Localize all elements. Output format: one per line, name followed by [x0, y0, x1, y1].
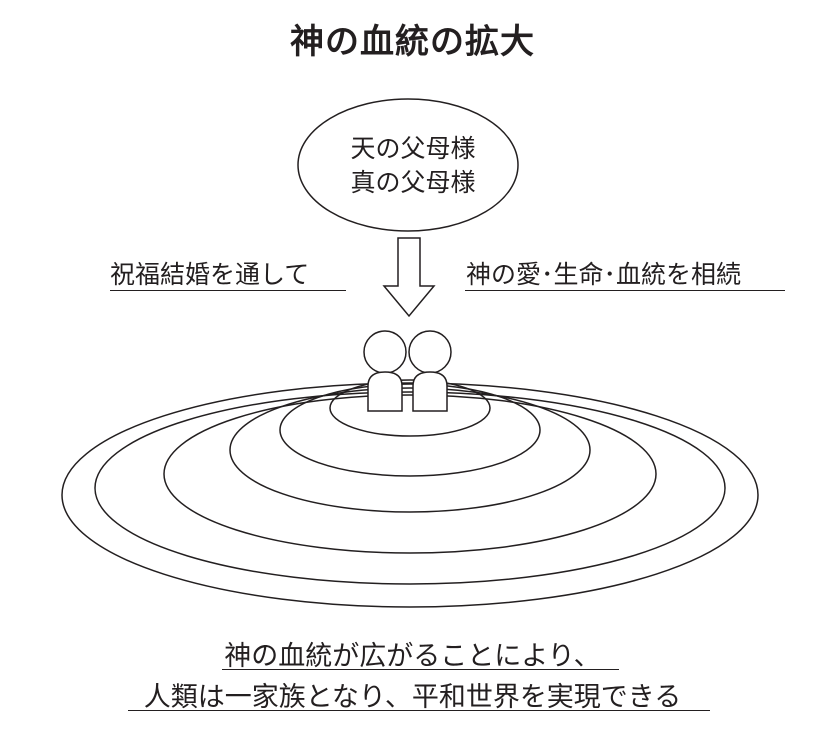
couple-figures	[363, 330, 452, 412]
blessing-label: 祝福結婚を通して	[110, 260, 310, 289]
parents-oval	[297, 98, 519, 232]
ring-4	[229, 387, 591, 513]
ring-1	[61, 382, 759, 608]
concentric-rings	[61, 379, 759, 608]
ring-3	[163, 394, 657, 554]
parents-oval-text: 天の父母様 真の父母様	[300, 132, 526, 200]
person-right-icon	[408, 330, 452, 412]
caption-line-1: 神の血統が広がることにより、	[224, 641, 601, 672]
ring-2	[94, 391, 726, 585]
true-parents-label: 真の父母様	[350, 168, 476, 197]
diagram-title: 神の血統の拡大	[290, 22, 535, 62]
down-arrow-icon	[382, 237, 436, 318]
blessing-underline	[110, 290, 346, 291]
caption-underline-2	[128, 710, 710, 711]
caption-line-2: 人類は一家族となり、平和世界を実現できる	[143, 682, 682, 713]
heavenly-parent-label: 天の父母様	[350, 134, 476, 163]
person-left-icon	[363, 330, 407, 412]
caption-underline-1	[222, 669, 619, 670]
ring-6	[329, 379, 491, 437]
ring-5	[279, 383, 541, 477]
inheritance-label: 神の愛･生命･血統を相続	[466, 260, 742, 289]
inheritance-underline	[465, 290, 785, 291]
